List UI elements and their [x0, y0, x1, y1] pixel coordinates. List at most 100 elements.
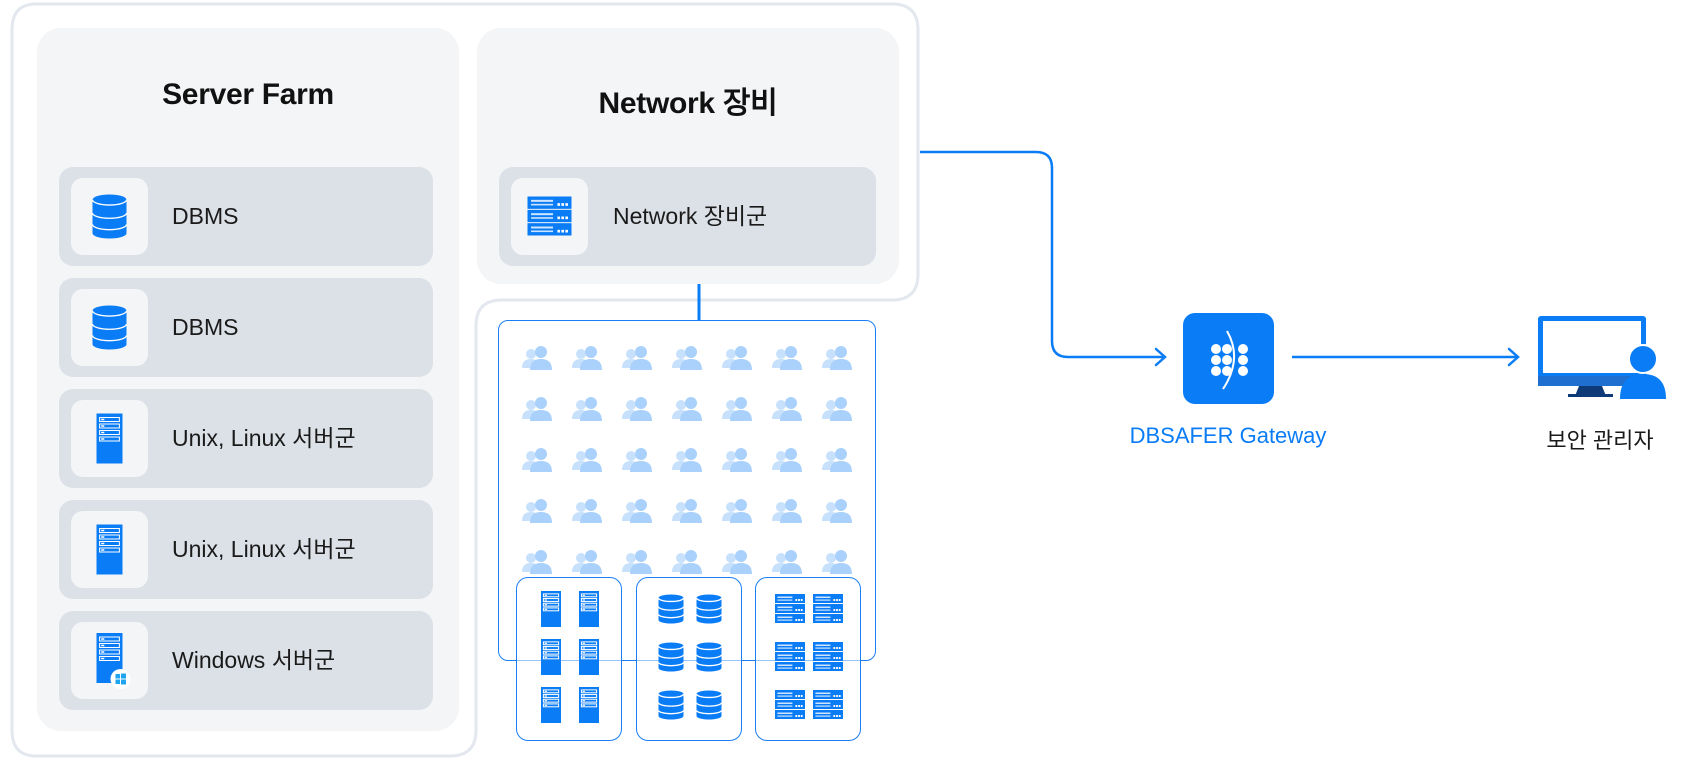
users-icon: [572, 346, 602, 370]
users-icon: [572, 499, 602, 523]
database-icon: [657, 642, 685, 672]
network-rack-icon: [527, 196, 572, 236]
users-icon: [722, 346, 752, 370]
server-tower-icon: [96, 413, 123, 464]
users-icon: [622, 346, 652, 370]
users-icon: [572, 550, 602, 574]
users-icon: [672, 550, 702, 574]
gateway-label: DBSAFER Gateway: [1129, 423, 1327, 448]
network-rack-icon: [775, 594, 805, 623]
server-tower-group: [516, 577, 622, 741]
users-icon: [772, 448, 802, 472]
server-farm-row-label: Windows 서버군: [172, 647, 336, 673]
database-group: [636, 577, 742, 741]
users-icon: [572, 448, 602, 472]
admin-label: 보안 관리자: [1546, 428, 1654, 453]
users-icon: [522, 346, 552, 370]
network-rack-icon: [813, 690, 843, 719]
users-icon: [822, 397, 852, 421]
database-icon: [91, 194, 128, 239]
users-icon: [672, 448, 702, 472]
users-icon: [672, 346, 702, 370]
users-icon: [772, 499, 802, 523]
users-icon: [572, 397, 602, 421]
users-icon: [622, 448, 652, 472]
server-tower-icon: [541, 639, 561, 675]
row-icon-box: [71, 511, 148, 588]
users-icon: [722, 448, 752, 472]
server-tower-icon: [96, 524, 123, 575]
network-rack-group: [755, 577, 861, 741]
users-icon: [622, 499, 652, 523]
outer-group-outline: [10, 2, 920, 758]
network-title: Network 장비: [598, 87, 778, 120]
database-icon-set: [657, 594, 723, 720]
users-icon: [622, 397, 652, 421]
users-icon: [772, 397, 802, 421]
users-icon: [522, 550, 552, 574]
network-icon-box: [511, 178, 588, 255]
users-icon: [722, 397, 752, 421]
users-icon: [722, 499, 752, 523]
server-farm-row-label: DBMS: [172, 314, 239, 340]
server-farm-row-label: DBMS: [172, 203, 239, 229]
server-farm-row[interactable]: Windows 서버군: [59, 611, 433, 710]
network-rack-icon: [527, 196, 572, 236]
database-icon: [657, 690, 685, 720]
database-icon: [695, 594, 723, 624]
row-icon-box: [71, 178, 148, 255]
network-to-gateway-line: [920, 150, 1163, 359]
row-icon-box: [71, 400, 148, 477]
arrow-head-gateway: [1154, 347, 1167, 367]
database-icon: [657, 594, 685, 624]
server-tower-icon: [96, 413, 123, 464]
users-icon: [772, 346, 802, 370]
server-farm-row[interactable]: DBMS: [59, 278, 433, 377]
server-farm-row[interactable]: DBMS: [59, 167, 433, 266]
network-rack-icon: [813, 642, 843, 671]
network-rack-icon: [775, 690, 805, 719]
server-farm-title: Server Farm: [162, 78, 334, 111]
database-icon: [91, 194, 128, 239]
dbsafer-gateway-node[interactable]: [1183, 313, 1274, 404]
users-icon: [672, 397, 702, 421]
server-farm-row[interactable]: Unix, Linux 서버군: [59, 500, 433, 599]
server-tower-icon: [579, 591, 599, 627]
users-icon: [522, 499, 552, 523]
database-icon: [91, 305, 128, 350]
network-rack-icon: [813, 594, 843, 623]
database-icon: [695, 690, 723, 720]
dbsafer-logo-icon: [1211, 330, 1248, 390]
server-tower-icon: [579, 639, 599, 675]
network-row-label: Network 장비군: [613, 203, 768, 229]
server-farm-row-label: Unix, Linux 서버군: [172, 536, 356, 562]
server-farm-row[interactable]: Unix, Linux 서버군: [59, 389, 433, 488]
users-icon: [772, 550, 802, 574]
users-icon: [822, 499, 852, 523]
network-rack-icon: [775, 642, 805, 671]
network-rack-icon-set: [775, 594, 843, 719]
users-icon: [672, 499, 702, 523]
row-icon-box: [71, 289, 148, 366]
users-icon: [822, 448, 852, 472]
users-icon: [822, 550, 852, 574]
server-tower-icon-set: [541, 591, 599, 723]
users-icon: [822, 346, 852, 370]
server-tower-icon: [541, 687, 561, 723]
server-tower-icon: [96, 524, 123, 575]
windows-server-icon: [96, 633, 131, 689]
users-icon: [622, 550, 652, 574]
network-row[interactable]: Network 장비군: [499, 167, 876, 266]
users-icon: [522, 397, 552, 421]
server-tower-icon: [579, 687, 599, 723]
row-icon-box: [71, 622, 148, 699]
server-farm-row-label: Unix, Linux 서버군: [172, 425, 356, 451]
database-icon: [695, 642, 723, 672]
server-tower-icon: [541, 591, 561, 627]
users-icon: [722, 550, 752, 574]
admin-monitor-icon[interactable]: [1536, 314, 1676, 409]
arrow-head-admin: [1507, 347, 1520, 367]
windows-server-icon: [96, 633, 131, 689]
users-icon: [522, 448, 552, 472]
